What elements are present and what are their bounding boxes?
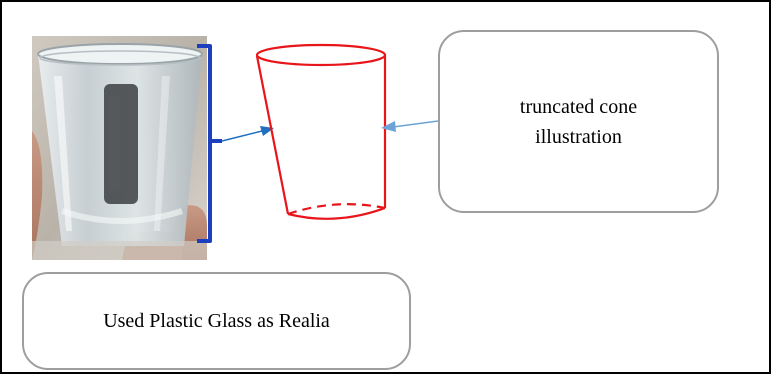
cone-bottom-front (287, 206, 386, 220)
glass-callout-text: Used Plastic Glass as Realia (103, 309, 330, 332)
glass-height-bracket (197, 44, 222, 243)
truncated-cone (255, 43, 387, 220)
cone-callout-box: truncated cone illustration (438, 30, 719, 213)
plastic-glass-photo (32, 36, 207, 260)
cone-left-side (255, 55, 290, 215)
cone-bottom-back-dashed (287, 203, 386, 216)
bracket-to-cone-arrow (221, 126, 274, 142)
cone-callout-text: truncated cone illustration (519, 95, 638, 148)
glass-callout-box: Used Plastic Glass as Realia (22, 272, 411, 370)
plastic-glass-image (32, 36, 207, 260)
cone-top-ellipse (255, 43, 387, 67)
callout-to-cone-arrow (381, 120, 439, 132)
